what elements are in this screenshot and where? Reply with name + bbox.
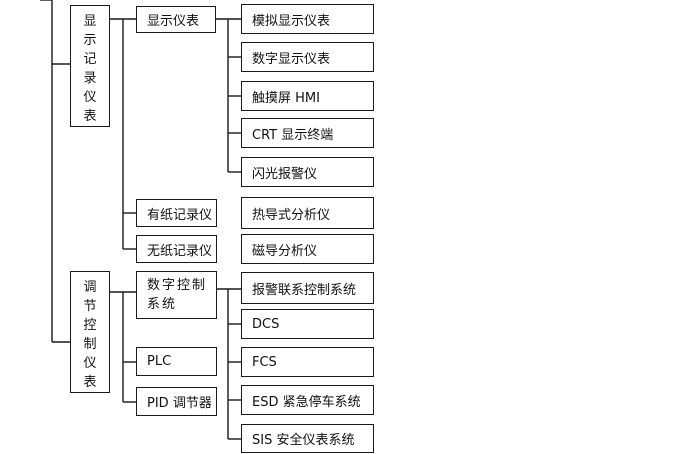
sub-digital-control-system: 数字控制 系统	[136, 271, 217, 319]
item-alarm-interlock-system: 报警联系控制系统	[241, 272, 374, 304]
sub-paperless-recorder: 无纸记录仪	[136, 235, 217, 263]
item-fcs: FCS	[241, 347, 374, 377]
item-touch-hmi-label: 触摸屏 HMI	[252, 90, 320, 106]
item-sis-label: SIS 安全仪表系统	[252, 433, 355, 448]
item-magnetic-analyzer: 磁导分析仪	[241, 234, 374, 264]
sub-pid-label: PID 调节器	[147, 396, 212, 411]
item-thermal-conductivity-analyzer: 热导式分析仪	[241, 197, 374, 229]
sub-plc-label: PLC	[147, 354, 172, 369]
sub-display-instrument: 显示仪表	[136, 6, 216, 33]
sub-paperless-recorder-label: 无纸记录仪	[147, 243, 213, 259]
sub-paper-recorder: 有纸记录仪	[136, 199, 217, 227]
item-fcs-label: FCS	[252, 354, 277, 370]
category-display-label: 显 示 记 录 仪 表	[83, 14, 97, 124]
item-sis: SIS 安全仪表系统	[241, 424, 374, 453]
item-esd-label: ESD 紧急停车系统	[252, 394, 361, 410]
item-crt-terminal-label: CRT 显示终端	[252, 127, 334, 143]
item-digital-display-label: 数字显示仪表	[252, 51, 331, 67]
item-magnetic-analyzer-label: 磁导分析仪	[252, 243, 318, 259]
sub-pid-controller: PID 调节器	[136, 387, 217, 416]
sub-digital-control-label: 数字控制 系统	[147, 278, 208, 312]
item-touch-hmi: 触摸屏 HMI	[241, 81, 374, 111]
item-dcs-label: DCS	[252, 316, 280, 332]
item-dcs: DCS	[241, 309, 374, 339]
item-alarm-interlock-label: 报警联系控制系统	[252, 282, 357, 298]
sub-plc: PLC	[136, 347, 217, 376]
category-display-recording-instruments: 显 示 记 录 仪 表	[70, 5, 110, 127]
sub-display-instrument-label: 显示仪表	[147, 14, 200, 29]
category-control-label: 调 节 控 制 仪 表	[83, 280, 97, 390]
item-esd: ESD 紧急停车系统	[241, 385, 374, 415]
item-crt-terminal: CRT 显示终端	[241, 118, 374, 148]
item-analog-display-label: 模拟显示仪表	[252, 13, 331, 29]
item-flash-alarm: 闪光报警仪	[241, 157, 374, 187]
item-flash-alarm-label: 闪光报警仪	[252, 166, 318, 182]
item-thermo-analyzer-label: 热导式分析仪	[252, 207, 331, 223]
item-digital-display: 数字显示仪表	[241, 42, 374, 72]
item-analog-display: 模拟显示仪表	[241, 4, 374, 34]
category-regulating-control-instruments: 调 节 控 制 仪 表	[70, 271, 110, 393]
sub-paper-recorder-label: 有纸记录仪	[147, 207, 213, 223]
